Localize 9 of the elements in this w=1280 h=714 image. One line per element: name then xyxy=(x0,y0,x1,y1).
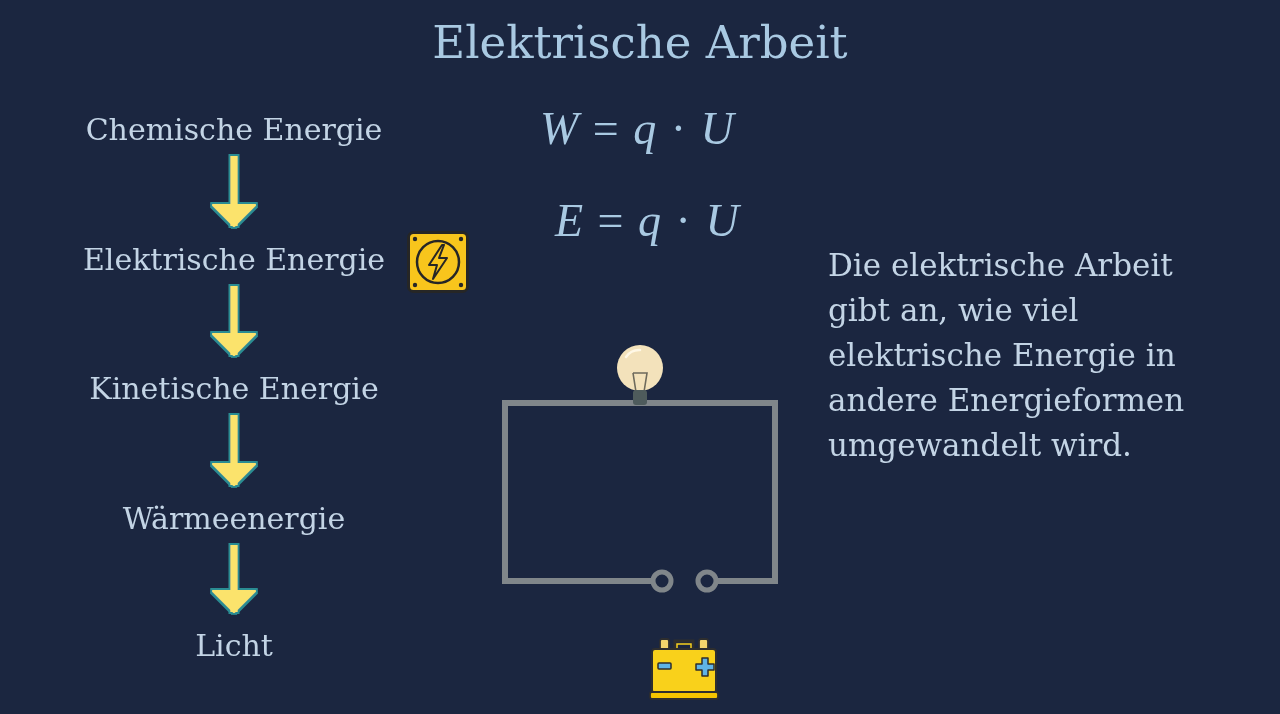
description-text: Die elektrische Arbeit gibt an, wie viel elektrische Energie in andere Energieformen umgewandelt wird. xyxy=(828,246,1186,465)
energy-form-label: Chemische Energie xyxy=(85,112,383,148)
energy-form-label: Licht xyxy=(195,628,273,664)
energy-form-label: Wärmeenergie xyxy=(122,501,346,537)
title: Elektrische Arbeit xyxy=(432,16,848,70)
formula: W = q · U xyxy=(540,104,734,155)
energy-form-label: Elektrische Energie xyxy=(82,242,386,278)
energy-form-label: Kinetische Energie xyxy=(89,371,379,407)
formula: E = q · U xyxy=(555,196,739,247)
